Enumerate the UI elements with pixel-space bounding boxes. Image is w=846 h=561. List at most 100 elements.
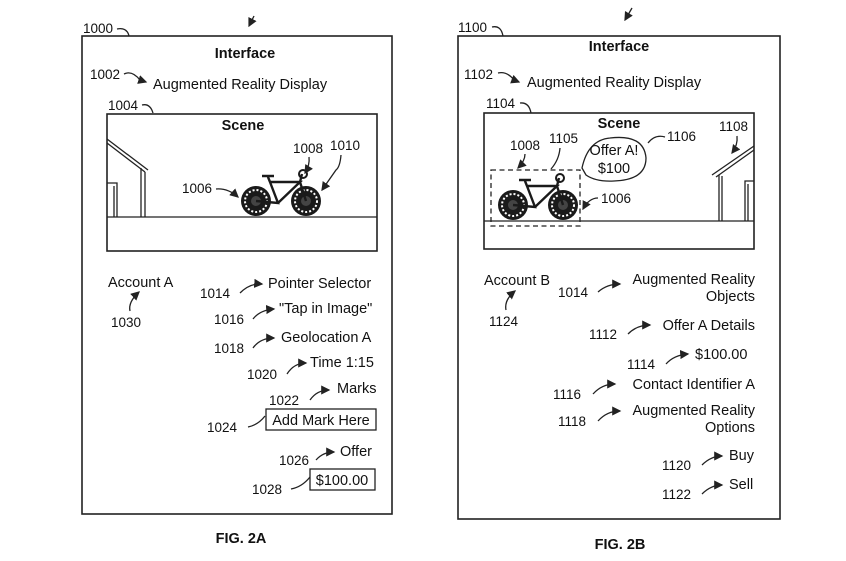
item-label: Time 1:15 — [310, 355, 374, 371]
ref-label: 1014 — [200, 286, 231, 301]
item-label: Marks — [337, 381, 376, 397]
figure-2a: 1000 Interface 1002 Augmented Reality Di… — [81, 15, 393, 547]
contact-identifier-item[interactable]: 1116 Contact Identifier A — [553, 377, 755, 402]
ref-label: 1028 — [252, 482, 282, 497]
time-item[interactable]: 1020 Time 1:15 — [247, 355, 374, 382]
bubble-line2: $100 — [598, 161, 630, 177]
leader-arrow — [582, 197, 599, 211]
offer-amount-item[interactable]: 1114 $100.00 — [627, 347, 747, 372]
item-label: Offer A Details — [663, 318, 755, 334]
offer-details-item[interactable]: 1112 Offer A Details — [589, 318, 755, 342]
leader-arrow — [701, 480, 724, 495]
ar-display-label: Augmented Reality Display — [153, 77, 328, 93]
ref-label: 1022 — [269, 393, 299, 408]
offer-item[interactable]: 1026 Offer — [279, 444, 372, 468]
leader-arrow — [252, 305, 276, 320]
ref-label: 1118 — [558, 414, 586, 429]
selection-box[interactable] — [490, 169, 581, 227]
interface-title: Interface — [215, 46, 275, 62]
leader-arrow — [129, 291, 140, 312]
leader-arrow — [123, 72, 148, 84]
item-label: $100.00 — [695, 347, 747, 363]
item-label: "Tap in Image" — [279, 301, 372, 317]
ref-label: 1120 — [662, 458, 691, 473]
item-label-line2: Options — [705, 420, 755, 436]
leader-arrow — [627, 320, 652, 335]
leader-arrow — [592, 379, 617, 395]
interface-title: Interface — [589, 39, 649, 55]
item-label: Augmented Reality — [632, 272, 755, 288]
leader-arrow — [597, 279, 622, 293]
scene-view[interactable]: Scene 1006 1008 1010 — [106, 113, 378, 252]
item-label: Contact Identifier A — [632, 377, 755, 393]
leader-arrow — [321, 154, 342, 192]
buy-option[interactable]: 1120 Buy — [662, 448, 755, 473]
offer-bubble[interactable]: Offer A! $100 — [581, 136, 647, 182]
leader-line — [519, 102, 532, 114]
leader-line — [550, 147, 561, 170]
bubble-line1: Offer A! — [590, 143, 639, 159]
ref-label: 1014 — [558, 285, 589, 300]
item-label-line2: Objects — [706, 289, 755, 305]
leader-line — [491, 26, 504, 37]
sell-option[interactable]: 1122 Sell — [662, 477, 753, 502]
buy-label[interactable]: Buy — [729, 448, 755, 464]
scene-title: Scene — [222, 118, 265, 134]
leader-arrow — [315, 447, 336, 461]
leader-arrow — [215, 188, 239, 198]
add-mark-field[interactable]: 1024 Add Mark Here — [207, 408, 377, 435]
ref-bicycle: 1006 — [601, 191, 631, 206]
marks-item[interactable]: 1022 Marks — [269, 381, 376, 408]
leader-arrow — [665, 350, 690, 365]
leader-arrow — [239, 278, 264, 294]
tap-in-image-item[interactable]: 1016 "Tap in Image" — [214, 301, 372, 327]
ref-interface: 1000 — [83, 21, 113, 36]
leader-arrow — [517, 153, 527, 169]
offer-amount-input[interactable] — [309, 468, 376, 491]
pointer-selector-item[interactable]: 1014 Pointer Selector — [200, 276, 371, 301]
house-icon[interactable] — [711, 145, 755, 221]
item-label: Geolocation A — [281, 330, 372, 346]
ref-label: 1112 — [589, 327, 617, 342]
ref-label: 1018 — [214, 341, 244, 356]
leader-arrow — [731, 135, 741, 155]
ref-label: 1020 — [247, 367, 277, 382]
leader-arrow — [497, 72, 521, 84]
ar-options-item[interactable]: 1118 Augmented Reality Options — [558, 403, 756, 436]
figure-2b: 1100 Interface 1102 Augmented Reality Di… — [457, 7, 781, 553]
ref-label: 1024 — [207, 420, 238, 435]
figure-caption: FIG. 2A — [216, 531, 267, 547]
scene-frame — [106, 113, 378, 252]
leader-arrow — [597, 406, 622, 422]
ar-display-label: Augmented Reality Display — [527, 75, 702, 91]
ref-ar-display: 1102 — [464, 67, 493, 82]
figure-caption: FIG. 2B — [595, 537, 646, 553]
offer-amount-value: $100.00 — [316, 473, 368, 489]
item-label: Augmented Reality — [632, 403, 755, 419]
add-mark-label: Add Mark Here — [272, 413, 370, 429]
ref-ar-display: 1002 — [90, 67, 120, 82]
leader-arrow — [304, 156, 313, 175]
leader-arrow — [309, 385, 331, 401]
leader-line — [290, 476, 311, 490]
ref-interface: 1100 — [458, 20, 487, 35]
ref-house: 1108 — [719, 119, 748, 134]
item-label: Offer — [340, 444, 372, 460]
ref-bell: 1008 — [293, 141, 323, 156]
leader-arrow — [286, 358, 308, 375]
geolocation-item[interactable]: 1018 Geolocation A — [214, 330, 372, 356]
offer-amount-field[interactable]: 1028 $100.00 — [252, 468, 376, 497]
leader-line — [141, 104, 154, 114]
house-icon — [106, 138, 149, 217]
ref-bubble: 1106 — [667, 129, 696, 144]
scene-title: Scene — [598, 116, 641, 132]
leader-line — [647, 135, 666, 144]
scene-view[interactable]: Scene 1108 1008 1105 1006 Offer A! — [483, 112, 755, 250]
ref-selection-box: 1105 — [549, 131, 578, 146]
ar-objects-item[interactable]: 1014 Augmented Reality Objects — [558, 272, 756, 305]
account-label: Account B — [484, 273, 550, 289]
sell-label[interactable]: Sell — [729, 477, 753, 493]
add-mark-input[interactable] — [265, 408, 377, 431]
ref-label: 1114 — [627, 357, 656, 372]
